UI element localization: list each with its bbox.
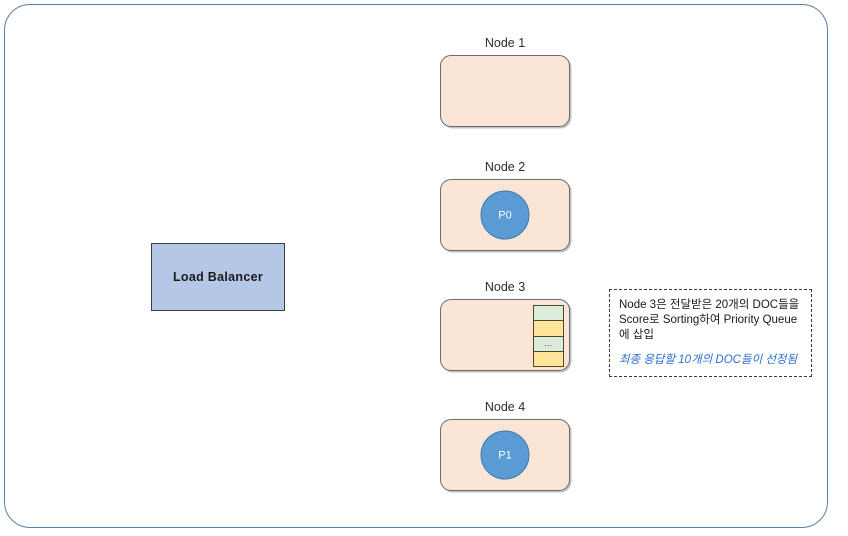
node-label-4: Node 4	[484, 400, 526, 414]
annotation-callout: Node 3은 전달받은 20개의 DOC들을 Score로 Sorting하여…	[609, 289, 812, 377]
queue-cell-4	[534, 351, 563, 366]
node-box-3[interactable]: ...	[440, 299, 570, 371]
node-box-4[interactable]: P1	[440, 419, 570, 491]
queue-cell-1	[534, 306, 563, 322]
node-group-2: Node 2 P0	[440, 160, 570, 251]
queue-cell-2	[534, 321, 563, 337]
load-balancer-label: Load Balancer	[172, 270, 264, 284]
node-group-1: Node 1	[440, 36, 570, 127]
partition-label-p1: P1	[498, 449, 512, 461]
node-group-3: Node 3 ...	[440, 280, 570, 371]
load-balancer-box[interactable]: Load Balancer	[151, 243, 285, 311]
node-group-4: Node 4 P1	[440, 400, 570, 491]
node-label-3: Node 3	[484, 280, 526, 294]
annotation-note-text: 최종 응답할 10개의 DOC들이 선정됨	[619, 354, 798, 366]
priority-queue[interactable]: ...	[533, 305, 564, 367]
node-box-2[interactable]: P0	[440, 179, 570, 251]
partition-circle-p1[interactable]: P1	[480, 430, 530, 480]
queue-cell-3-ellipsis: ...	[534, 336, 563, 352]
partition-label-p0: P0	[498, 209, 512, 221]
partition-circle-p0[interactable]: P0	[480, 190, 530, 240]
annotation-main-text: Node 3은 전달받은 20개의 DOC들을 Score로 Sorting하여…	[619, 299, 800, 341]
node-box-1[interactable]	[440, 55, 570, 127]
outer-frame-border	[4, 4, 828, 528]
node-label-2: Node 2	[484, 160, 526, 174]
node-label-1: Node 1	[484, 36, 526, 50]
